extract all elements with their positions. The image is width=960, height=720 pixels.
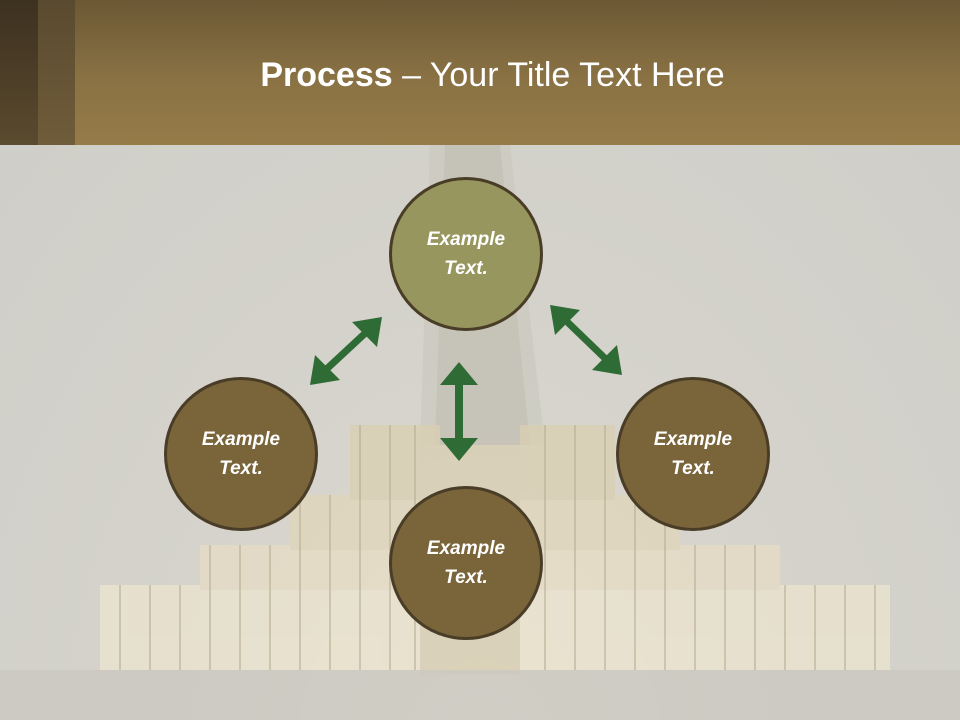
title-rest: – Your Title Text Here [392,56,725,94]
slide-title[interactable]: Process – Your Title Text Here [75,52,910,98]
arrow-left-top[interactable] [310,317,382,385]
node-right-label: Example Text. [653,429,733,479]
title-bar: Process – Your Title Text Here [0,0,960,145]
process-node-bottom[interactable]: Example Text. [389,486,543,640]
arrow-vertical[interactable] [440,362,478,461]
process-node-right[interactable]: Example Text. [616,377,770,531]
title-bold: Process [260,56,393,94]
arrow-right-top[interactable] [550,305,622,375]
node-bottom-label: Example Text. [426,538,506,588]
node-left-label: Example Text. [201,429,281,479]
title-accent-stripe-secondary [38,0,75,145]
process-node-left[interactable]: Example Text. [164,377,318,531]
node-top-label: Example Text. [426,229,506,279]
title-accent-stripe [0,0,38,145]
process-node-top[interactable]: Example Text. [389,177,543,331]
